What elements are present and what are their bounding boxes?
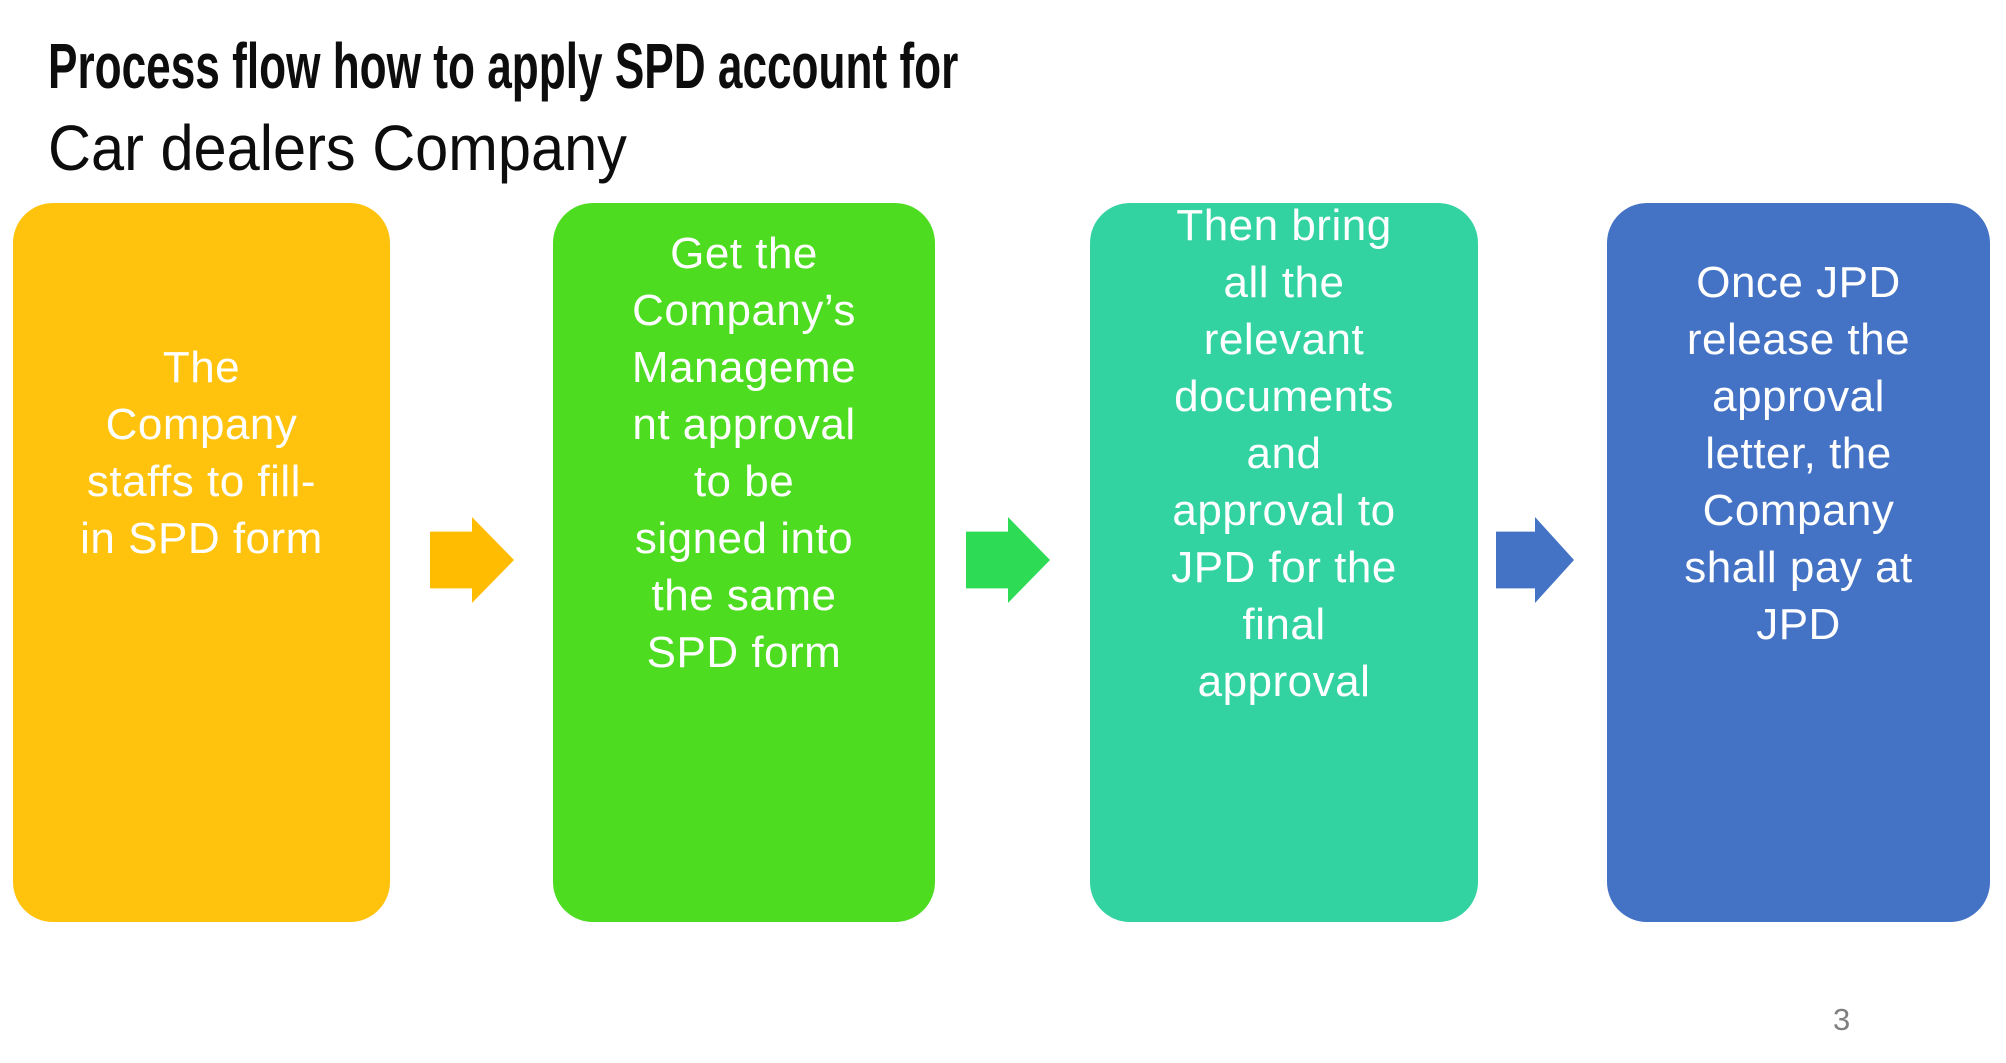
step-line: Once JPD bbox=[1696, 257, 1901, 307]
step-line: Company’s bbox=[632, 286, 856, 335]
step-box-1: The Company staffs to fill- in SPD form bbox=[13, 203, 390, 922]
step-box-3: Then bring all the relevant documents an… bbox=[1090, 201, 1478, 922]
step-line: all the bbox=[1223, 257, 1345, 307]
step-line: JPD for the bbox=[1171, 542, 1397, 592]
step-3-text: Then bring all the relevant documents an… bbox=[1090, 201, 1478, 706]
right-arrow-icon-3 bbox=[1496, 517, 1574, 603]
step-line: Company bbox=[1702, 485, 1895, 535]
step-box-4: Once JPD release the approval letter, th… bbox=[1607, 203, 1990, 922]
step-line: relevant bbox=[1203, 314, 1365, 364]
step-line: to be bbox=[693, 457, 795, 506]
step-box-2: Get the Company’s Manageme nt approval t… bbox=[553, 203, 935, 922]
page-number: 3 bbox=[1833, 1002, 1851, 1037]
step-line: approval to bbox=[1172, 485, 1396, 535]
step-line: Get the bbox=[670, 229, 818, 278]
slide-title-line1: Process flow how to apply SPD account fo… bbox=[48, 30, 959, 102]
step-4-text: Once JPD release the approval letter, th… bbox=[1607, 203, 1990, 703]
step-line: approval bbox=[1197, 656, 1371, 706]
step-line: letter, the bbox=[1705, 428, 1892, 478]
step-line: Then bring bbox=[1176, 200, 1392, 250]
step-line: staffs to fill- bbox=[86, 457, 317, 506]
step-line: in SPD form bbox=[80, 514, 323, 563]
step-line: documents bbox=[1174, 371, 1394, 421]
step-line: nt approval bbox=[632, 400, 856, 449]
step-line: the same bbox=[651, 571, 837, 620]
step-line: Manageme bbox=[631, 343, 857, 392]
step-line: signed into bbox=[634, 514, 854, 563]
slide-title-line2: Car dealers Company bbox=[48, 112, 627, 184]
right-arrow-icon-1 bbox=[430, 517, 514, 603]
step-line: shall pay at bbox=[1684, 542, 1913, 592]
step-line: final bbox=[1242, 599, 1326, 649]
step-line: JPD bbox=[1756, 599, 1841, 649]
step-line: and bbox=[1246, 428, 1322, 478]
right-arrow-icon-2 bbox=[966, 517, 1050, 603]
step-line: approval bbox=[1712, 371, 1885, 421]
step-1-text: The Company staffs to fill- in SPD form bbox=[13, 203, 390, 703]
step-line: The bbox=[162, 343, 241, 392]
step-line: release the bbox=[1686, 314, 1911, 364]
slide-title: Process flow how to apply SPD account fo… bbox=[48, 26, 1367, 190]
step-line: Company bbox=[105, 400, 298, 449]
step-2-text: Get the Company’s Manageme nt approval t… bbox=[553, 203, 935, 703]
step-line: SPD form bbox=[646, 628, 842, 677]
